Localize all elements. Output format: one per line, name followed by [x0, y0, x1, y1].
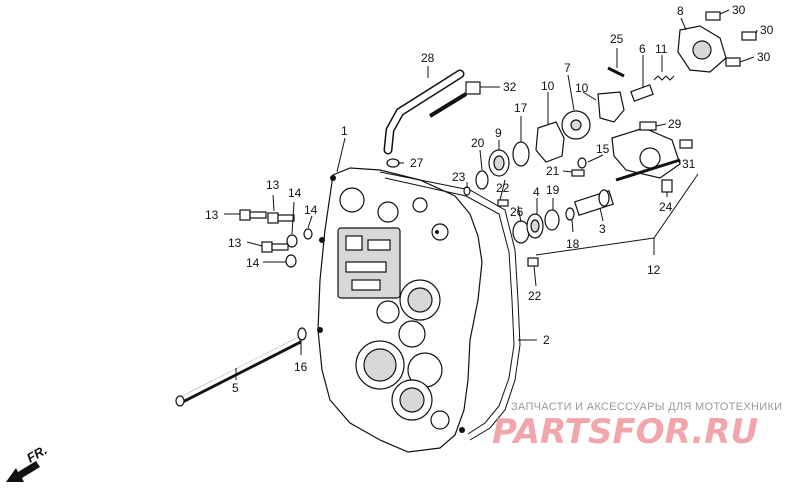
label-part-22a: 22 [496, 181, 510, 195]
label-part-7: 7 [564, 61, 571, 75]
label-part-10a: 10 [541, 79, 555, 93]
label-part-31: 31 [682, 157, 696, 171]
label-part-26: 26 [510, 205, 524, 219]
leader-lines [224, 9, 758, 380]
label-part-20: 20 [471, 136, 485, 150]
watermark-brand: PARTSFOR.RU [492, 412, 758, 452]
pins-group [463, 169, 585, 267]
label-part-5: 5 [232, 381, 239, 395]
label-part-30c: 30 [757, 50, 771, 64]
label-part-29: 29 [668, 117, 682, 131]
front-arrow-icon [6, 461, 40, 482]
front-label: FR. [24, 442, 50, 465]
label-part-8: 8 [677, 4, 684, 18]
bolt-part-32 [428, 81, 481, 118]
label-part-3: 3 [599, 222, 606, 236]
label-part-12: 12 [647, 263, 661, 277]
label-part-23: 23 [452, 170, 466, 184]
label-part-6: 6 [639, 42, 646, 56]
gasket-part-2 [379, 171, 521, 441]
label-part-28: 28 [421, 51, 435, 65]
strainer-group [611, 121, 693, 193]
left-bolts-group [239, 209, 313, 268]
label-part-10b: 10 [575, 81, 589, 95]
label-part-30b: 30 [760, 23, 774, 37]
case-cover-part-1 [317, 167, 483, 453]
label-part-14b: 14 [304, 203, 318, 217]
label-part-1: 1 [341, 124, 348, 138]
watermark: ЗАПЧАСТИ И АКСЕССУАРЫ ДЛЯ МОТОТЕХНИКИ PA… [492, 401, 782, 452]
label-part-25: 25 [610, 32, 624, 46]
label-part-11: 11 [655, 42, 668, 56]
shaft-seals-group [475, 141, 615, 244]
pump-group [535, 91, 625, 169]
front-direction-marker: FR. [6, 442, 50, 482]
label-part-30a: 30 [732, 3, 746, 17]
spring-group [607, 66, 675, 102]
label-part-16: 16 [294, 360, 308, 374]
label-part-24: 24 [659, 200, 673, 214]
label-part-4: 4 [533, 185, 540, 199]
label-part-17: 17 [514, 101, 528, 115]
label-part-14a: 14 [288, 186, 302, 200]
watermark-subtitle: ЗАПЧАСТИ И АКСЕССУАРЫ ДЛЯ МОТОТЕХНИКИ [511, 401, 782, 413]
oil-pipe-part-5 [175, 336, 302, 407]
oring-part-27 [386, 158, 400, 168]
label-part-13b: 13 [228, 236, 242, 250]
breather-tube-part-28 [383, 69, 465, 155]
label-part-18: 18 [566, 237, 580, 251]
label-part-13a: 13 [205, 208, 219, 222]
label-part-14c: 14 [246, 256, 260, 270]
label-part-22b: 22 [528, 289, 542, 303]
label-part-19: 19 [546, 183, 560, 197]
label-part-15: 15 [596, 142, 610, 156]
label-part-13c: 13 [266, 178, 280, 192]
label-part-2: 2 [543, 333, 550, 347]
label-part-21: 21 [546, 164, 560, 178]
callout-labels: 1 2 3 4 5 6 7 8 9 10 10 11 12 13 13 13 1… [205, 3, 774, 395]
label-part-32: 32 [503, 80, 517, 94]
washer-part-16 [297, 327, 307, 341]
label-part-27: 27 [410, 156, 424, 170]
cover-part-8 [677, 11, 757, 73]
label-part-9: 9 [495, 126, 502, 140]
